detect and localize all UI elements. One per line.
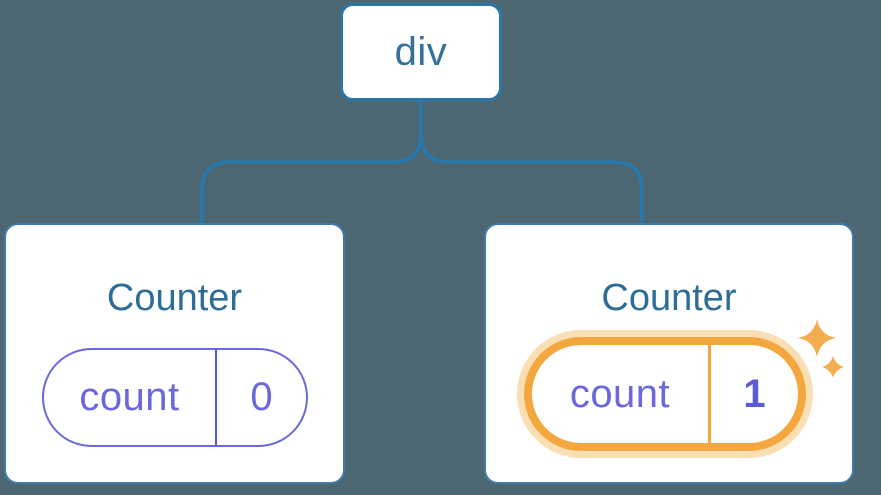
state-label-cell: count — [44, 350, 215, 445]
counter-right-title: Counter — [601, 277, 737, 319]
connector-branch-left — [200, 101, 423, 223]
state-value: 0 — [250, 375, 273, 419]
state-value: 1 — [743, 371, 766, 416]
sparkle-small — [822, 356, 844, 378]
state-value-cell: 1 — [711, 345, 798, 443]
root-node-label: div — [394, 29, 448, 74]
state-label: count — [79, 375, 180, 419]
state-label: count — [569, 371, 671, 416]
counter-card-right: Counter count 1 — [484, 223, 854, 484]
counter-left-title: Counter — [106, 277, 243, 319]
sparkles-icon — [798, 319, 844, 378]
root-node-div: div — [340, 3, 502, 101]
pill-divider — [708, 345, 711, 443]
sparkle-large — [798, 319, 836, 357]
state-pill-left: count 0 — [42, 348, 308, 447]
state-value-cell: 0 — [217, 350, 306, 445]
counter-card-left: Counter count 0 — [4, 223, 345, 484]
pill-divider — [215, 350, 217, 445]
connector-branch-right — [419, 101, 644, 223]
state-pill-right-highlighted: count 1 — [524, 337, 806, 451]
state-label-cell: count — [532, 345, 708, 443]
